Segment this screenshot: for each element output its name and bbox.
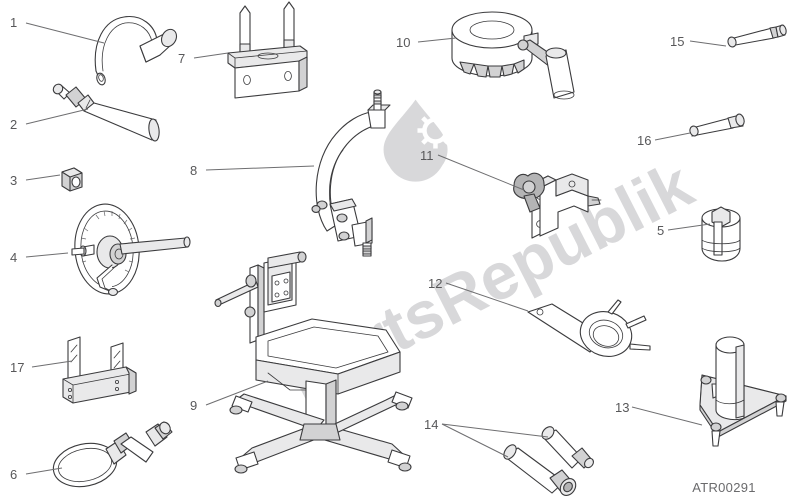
part-knurled-guide-bush-long [727, 24, 787, 48]
part-small-bushing-block [61, 167, 83, 192]
callout-16[interactable]: 16 [637, 133, 651, 148]
callout-6[interactable]: 6 [10, 467, 17, 482]
watermark-badge [383, 99, 448, 182]
part-c-shape-valve-spring-tool [311, 89, 391, 257]
part-knurled-guide-bush-short [689, 113, 745, 137]
leader-lines [25, 22, 727, 475]
callout-14[interactable]: 14 [424, 417, 438, 432]
part-hook-wrench-bent-bar [94, 16, 178, 86]
callout-17[interactable]: 17 [10, 360, 24, 375]
callout-3[interactable]: 3 [10, 173, 17, 188]
callout-13[interactable]: 13 [615, 400, 629, 415]
part-oil-filter-strap-wrench [52, 421, 173, 488]
part-twin-pin-support-block [227, 1, 308, 99]
part-flywheel-holder-with-handle [451, 11, 575, 100]
diagram-code: ATR00291 [692, 480, 756, 495]
part-slotted-socket-tool [701, 206, 741, 262]
callout-10[interactable]: 10 [396, 35, 410, 50]
part-tripod-shaft-support-stand [699, 336, 787, 447]
callout-11[interactable]: 11 [420, 148, 434, 163]
callout-2[interactable]: 2 [10, 117, 17, 132]
gear-icon [417, 112, 454, 149]
callout-8[interactable]: 8 [190, 163, 197, 178]
part-u-shaped-mounting-fixture [62, 336, 137, 404]
callout-4[interactable]: 4 [10, 250, 17, 265]
callout-numbers: 1 2 3 4 5 6 7 8 9 10 11 12 13 14 15 16 1… [10, 15, 684, 482]
part-pair-of-driver-punches [503, 426, 594, 496]
part-degree-timing-wheel [71, 203, 191, 297]
callout-9[interactable]: 9 [190, 398, 197, 413]
callout-15[interactable]: 15 [670, 34, 684, 49]
callout-12[interactable]: 12 [428, 276, 442, 291]
part-angled-bracket-with-knob [513, 172, 602, 239]
part-engine-work-stand-with-tray [214, 251, 413, 474]
callout-5[interactable]: 5 [657, 223, 664, 238]
part-pin-spanner-ring-wrench [527, 299, 651, 357]
part-knurled-handle-driver [52, 83, 160, 142]
callout-1[interactable]: 1 [10, 15, 17, 30]
callout-7[interactable]: 7 [178, 51, 185, 66]
